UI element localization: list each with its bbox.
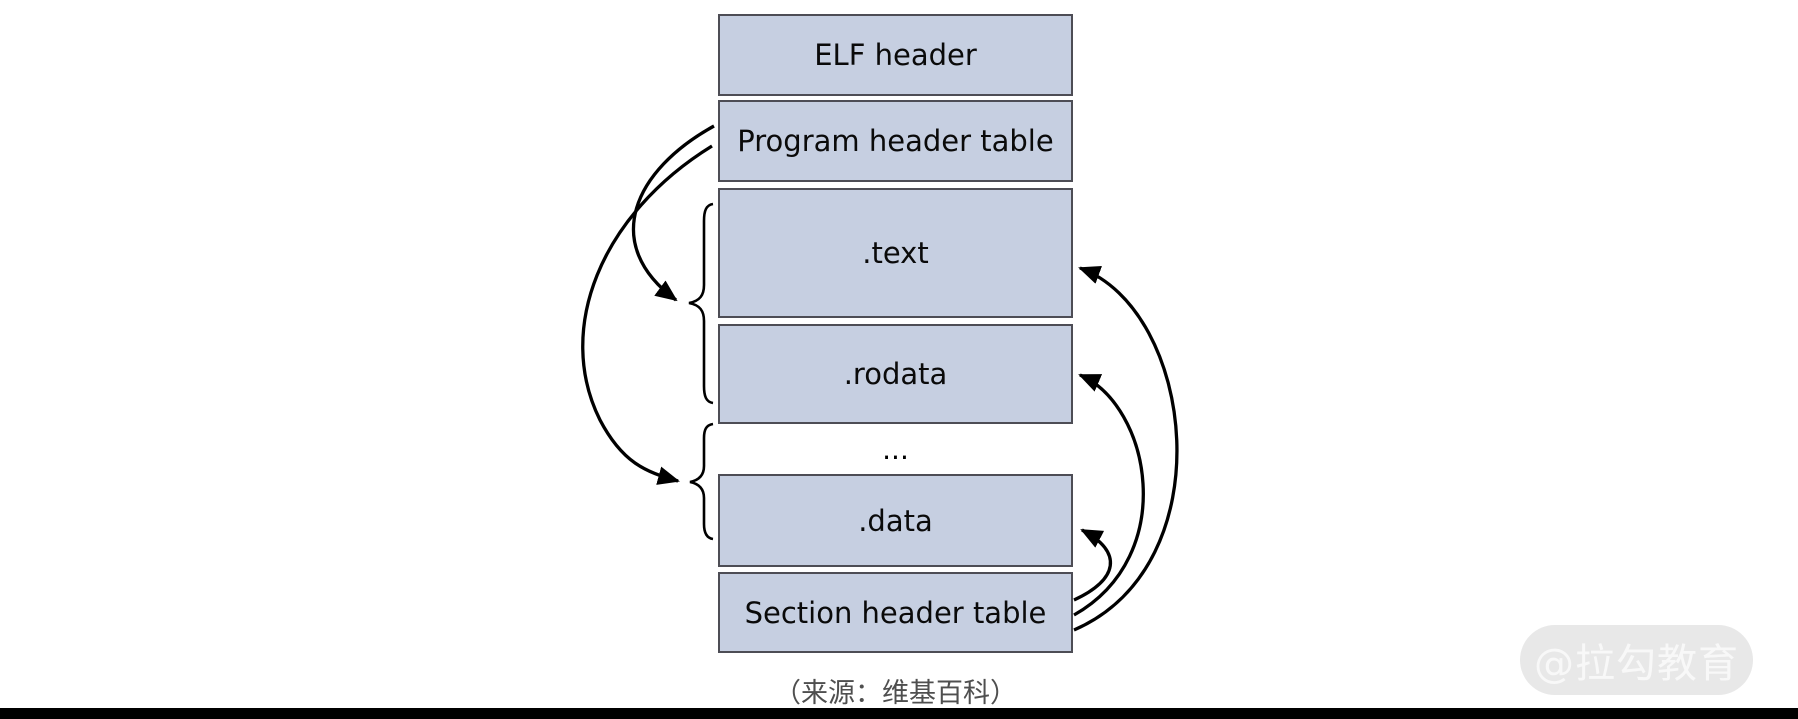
box-elf-header: ELF header	[718, 14, 1073, 96]
watermark-text: @拉勾教育	[1534, 641, 1739, 687]
box-text-section: .text	[718, 188, 1073, 318]
box-section-header-table: Section header table	[718, 572, 1073, 653]
box-rodata-section: .rodata	[718, 324, 1073, 424]
arrow-sht-to-data	[1073, 528, 1112, 602]
box-program-header-table: Program header table	[718, 100, 1073, 182]
brace-segment-2	[689, 422, 714, 541]
arrow-sht-to-text	[1073, 265, 1179, 632]
box-data-section: .data	[718, 474, 1073, 567]
arrow-pht-to-segment2	[581, 144, 713, 485]
watermark-badge: @拉勾教育	[1520, 625, 1753, 695]
arrow-pht-to-segment1	[631, 124, 715, 302]
brace-segment-1	[688, 202, 714, 405]
ellipsis-label: ...	[882, 432, 909, 466]
caption-source: （来源：维基百科）	[774, 678, 1017, 709]
bottom-black-bar	[0, 708, 1798, 719]
arrow-sht-to-rodata	[1073, 373, 1145, 617]
